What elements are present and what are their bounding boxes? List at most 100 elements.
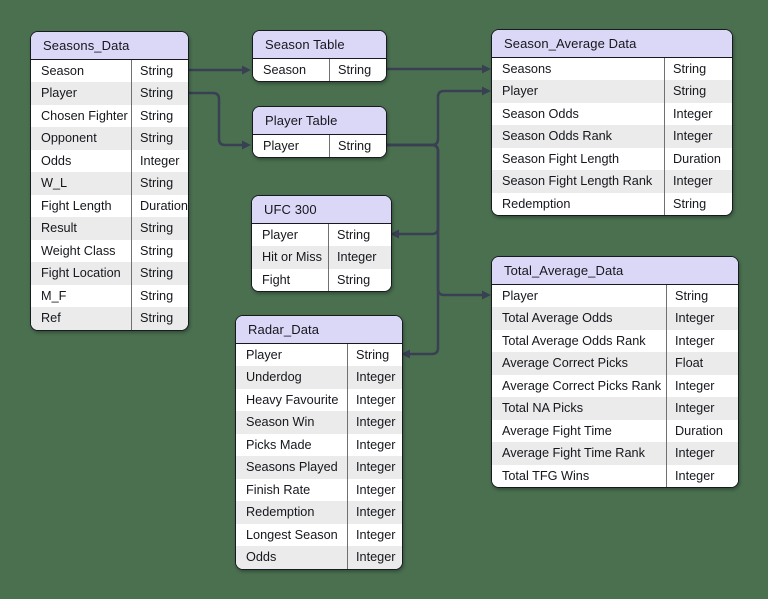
arrowhead-icon bbox=[390, 229, 399, 239]
field-row-redemption: Redemption Integer bbox=[236, 501, 402, 524]
field-name: Underdog bbox=[246, 370, 302, 385]
arrowhead-icon bbox=[482, 290, 491, 300]
field-type: Integer bbox=[666, 374, 738, 397]
field-type: Duration bbox=[664, 147, 732, 170]
field-name: Opponent bbox=[41, 131, 97, 146]
field-row-opponent: Opponent String bbox=[31, 127, 188, 150]
field-type: Integer bbox=[347, 433, 402, 456]
field-type: Integer bbox=[666, 397, 738, 420]
field-name: Redemption bbox=[246, 505, 315, 520]
field-type: String bbox=[131, 104, 188, 127]
field-type: String bbox=[131, 284, 188, 307]
field-name: M_F bbox=[41, 288, 67, 303]
table-title[interactable]: Radar_Data bbox=[236, 316, 402, 344]
field-type: Integer bbox=[131, 149, 188, 172]
field-row-w-l: W_L String bbox=[31, 172, 188, 195]
field-row-longest-season: Longest Season Integer bbox=[236, 523, 402, 546]
field-name: Player bbox=[502, 288, 538, 303]
table-title[interactable]: Season_Average Data bbox=[492, 30, 732, 58]
table-title[interactable]: Season Table bbox=[253, 31, 386, 59]
field-type: Integer bbox=[347, 388, 402, 411]
table-title[interactable]: Seasons_Data bbox=[31, 32, 188, 60]
field-type: String bbox=[131, 262, 188, 285]
field-type: Duration bbox=[131, 194, 188, 217]
field-type: Integer bbox=[664, 170, 732, 193]
field-name: Average Correct Picks bbox=[502, 356, 628, 371]
table-title[interactable]: UFC 300 bbox=[252, 196, 391, 224]
field-type: Integer bbox=[664, 102, 732, 125]
field-name: Season Odds bbox=[502, 106, 579, 121]
field-type: String bbox=[347, 343, 402, 366]
field-name: Player bbox=[262, 227, 298, 242]
arrowhead-icon bbox=[242, 65, 251, 75]
field-type: Integer bbox=[347, 523, 402, 546]
field-row-underdog: Underdog Integer bbox=[236, 366, 402, 389]
field-name: Average Fight Time bbox=[502, 423, 612, 438]
field-name: Player bbox=[502, 84, 538, 99]
table-title[interactable]: Total_Average_Data bbox=[492, 257, 738, 285]
field-name: Player bbox=[263, 138, 299, 153]
field-type: Integer bbox=[666, 464, 738, 487]
field-row-heavy-favourite: Heavy Favourite Integer bbox=[236, 388, 402, 411]
field-name: Seasons bbox=[502, 61, 552, 76]
field-name: Weight Class bbox=[41, 243, 116, 258]
field-name: Season bbox=[41, 63, 85, 78]
field-name: Heavy Favourite bbox=[246, 392, 339, 407]
field-name: Fight Location bbox=[41, 266, 121, 281]
field-type: String bbox=[131, 307, 188, 330]
field-type: Integer bbox=[347, 501, 402, 524]
field-name: W_L bbox=[41, 176, 68, 191]
field-name: Season Odds Rank bbox=[502, 129, 613, 144]
field-name: Longest Season bbox=[246, 527, 338, 542]
field-type: Integer bbox=[666, 329, 738, 352]
field-name: Season Fight Length Rank bbox=[502, 174, 653, 189]
field-name: Season Win bbox=[246, 415, 315, 430]
field-name: Total NA Picks bbox=[502, 401, 584, 416]
field-name: Chosen Fighter bbox=[41, 108, 128, 123]
field-row-seasons: Seasons String bbox=[492, 57, 732, 80]
field-type: Integer bbox=[347, 366, 402, 389]
field-name: Average Fight Time Rank bbox=[502, 446, 645, 461]
field-type: String bbox=[664, 57, 732, 80]
connector-player-table-to-radar-data bbox=[385, 143, 440, 356]
field-type: String bbox=[328, 223, 391, 246]
table-title[interactable]: Player Table bbox=[253, 107, 386, 135]
field-type: String bbox=[664, 80, 732, 103]
field-row-player: Player String bbox=[492, 80, 732, 103]
field-row-total-na-picks: Total NA Picks Integer bbox=[492, 397, 738, 420]
field-name: Fight bbox=[262, 272, 291, 287]
field-type: String bbox=[329, 134, 386, 157]
field-type: String bbox=[131, 172, 188, 195]
field-name: Ref bbox=[41, 311, 61, 326]
field-type: Integer bbox=[328, 246, 391, 269]
field-name: Average Correct Picks Rank bbox=[502, 378, 662, 393]
field-type: String bbox=[131, 127, 188, 150]
